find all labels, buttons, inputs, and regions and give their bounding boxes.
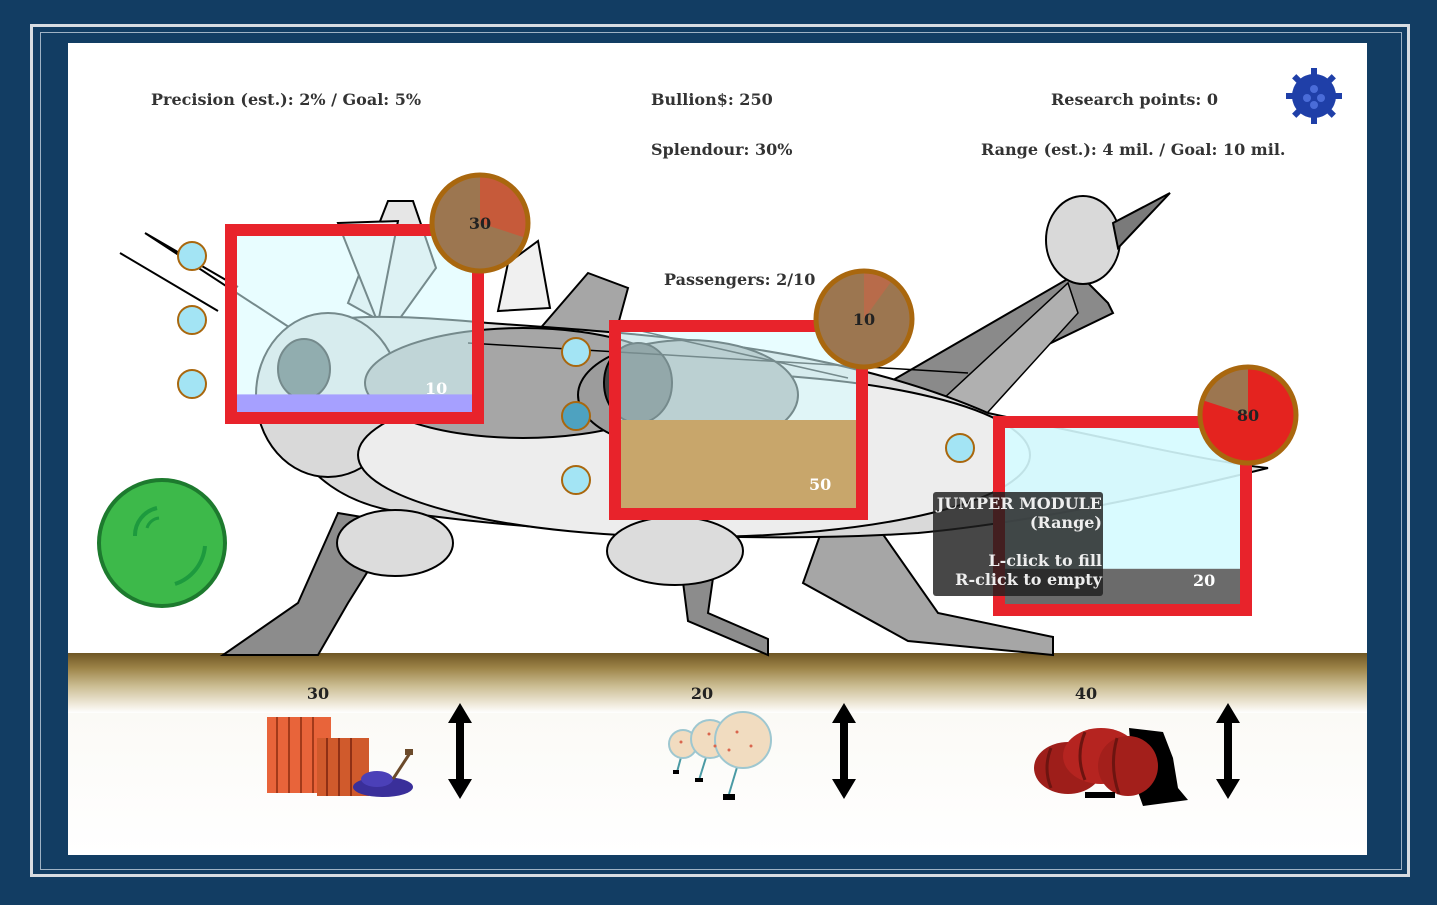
tooltip-subtitle: (Range): [1029, 513, 1102, 532]
module-fill-bar: [615, 420, 862, 508]
gauge-precision-label: 30: [468, 214, 492, 233]
resource-balloons-count: 20: [690, 684, 714, 703]
up-down-arrow-icon[interactable]: [829, 701, 859, 801]
gauge-jumper: [1197, 364, 1299, 466]
precision-stat: Precision (est.): 2% / Goal: 5%: [151, 90, 422, 109]
tooltip-title: JUMPER MODULE: [936, 494, 1102, 513]
range-stat: Range (est.): 4 mil. / Goal: 10 mil.: [981, 140, 1286, 159]
gauge-wedge: [1200, 367, 1296, 464]
ground-strip: [68, 653, 1367, 713]
bullion-stat: Bullion$: 250: [651, 90, 773, 109]
tooltip-left-click: L-click to fill: [988, 551, 1102, 570]
module-fill-bar: [231, 394, 478, 412]
gauge-splendour-label: 10: [852, 310, 876, 329]
module-splendour-fill-label: 50: [809, 475, 832, 494]
modules-layer: [225, 172, 1299, 616]
gauge-jumper-label: 80: [1236, 406, 1260, 425]
module-splendour[interactable]: [609, 320, 868, 520]
resource-planks-count: 30: [306, 684, 330, 703]
gauge-splendour: [813, 268, 915, 370]
module-precision[interactable]: [225, 224, 484, 424]
passengers-stat: Passengers: 2/10: [664, 270, 816, 289]
research-stat: Research points: 0: [1051, 90, 1218, 109]
up-down-arrow-icon[interactable]: [1213, 701, 1243, 801]
module-tooltip: JUMPER MODULE (Range) L-click to fill R-…: [933, 492, 1103, 596]
outer-frame: [30, 24, 1410, 877]
game-board: Precision (est.): 2% / Goal: 5% Bullion$…: [68, 43, 1367, 855]
planks-and-coal-icon[interactable]: [265, 713, 425, 803]
barrels-icon[interactable]: [1033, 718, 1193, 808]
green-orb-icon[interactable]: [95, 476, 229, 610]
gear-icon[interactable]: [1286, 68, 1342, 124]
balloons-icon[interactable]: [665, 706, 775, 802]
tooltip-right-click: R-click to empty: [955, 570, 1102, 589]
module-jumper-fill-label: 20: [1193, 571, 1216, 590]
inner-frame: [40, 32, 1402, 870]
gauge-precision: [429, 172, 531, 274]
module-precision-fill-label: 10: [425, 379, 448, 398]
splendour-stat: Splendour: 30%: [651, 140, 793, 159]
resource-barrels-count: 40: [1074, 684, 1098, 703]
gauge-wedge: [864, 271, 893, 319]
gauge-wedge: [480, 175, 529, 238]
up-down-arrow-icon[interactable]: [445, 701, 475, 801]
